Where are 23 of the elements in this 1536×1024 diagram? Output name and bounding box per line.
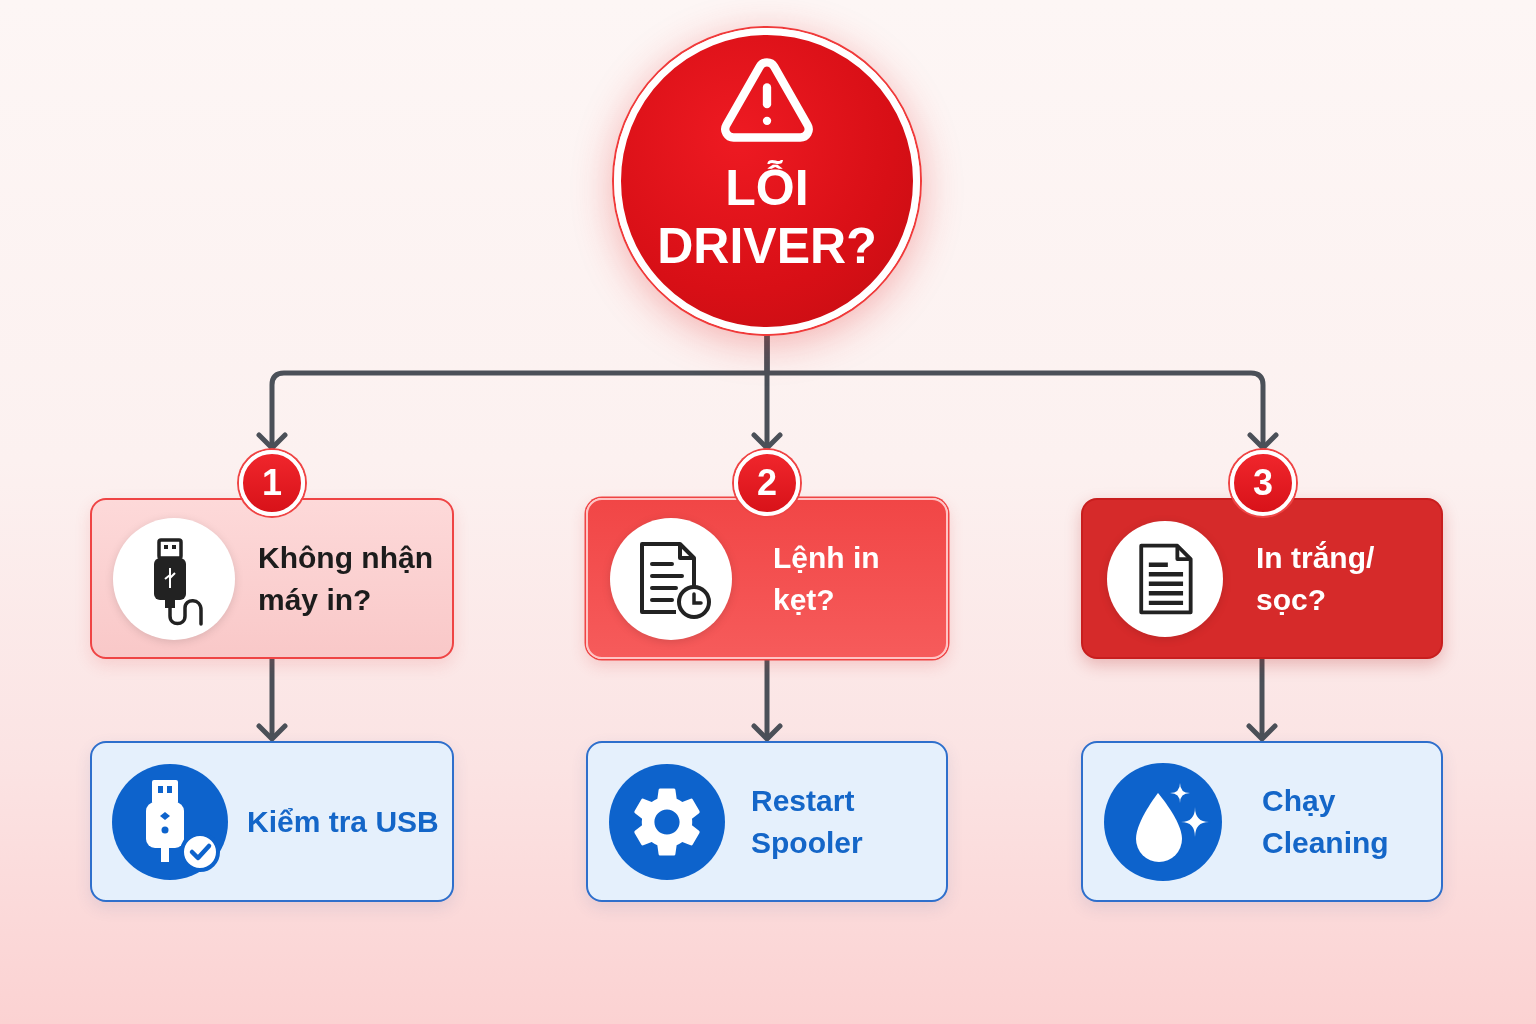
- solution-box: [90, 741, 454, 902]
- solution-box: [1081, 741, 1443, 902]
- number-badge: [239, 450, 305, 516]
- solution-text: Kiểm tra USB: [247, 803, 440, 840]
- problem-box: [586, 498, 948, 659]
- step-number: 1: [262, 465, 282, 501]
- solution-text: Chạy Cleaning: [1262, 782, 1390, 861]
- number-badge: [734, 450, 800, 516]
- problem-box: [90, 498, 454, 659]
- number-badge: [1230, 450, 1296, 516]
- problem-text: In trắng/ sọc?: [1256, 539, 1376, 618]
- step-number: 2: [757, 465, 777, 501]
- title-text: LỖI DRIVER?: [656, 159, 878, 275]
- solution-text: Restart Spooler: [751, 782, 864, 861]
- arrow: [256, 659, 288, 742]
- arrow: [1246, 659, 1278, 742]
- step-number: 3: [1253, 465, 1273, 501]
- solution-box: [586, 741, 948, 902]
- problem-text: Lệnh in kẹt?: [773, 539, 881, 618]
- problem-box: [1081, 498, 1443, 659]
- arrow: [751, 659, 783, 742]
- arrow: [764, 334, 1279, 451]
- problem-text: Không nhận máy in?: [258, 539, 434, 618]
